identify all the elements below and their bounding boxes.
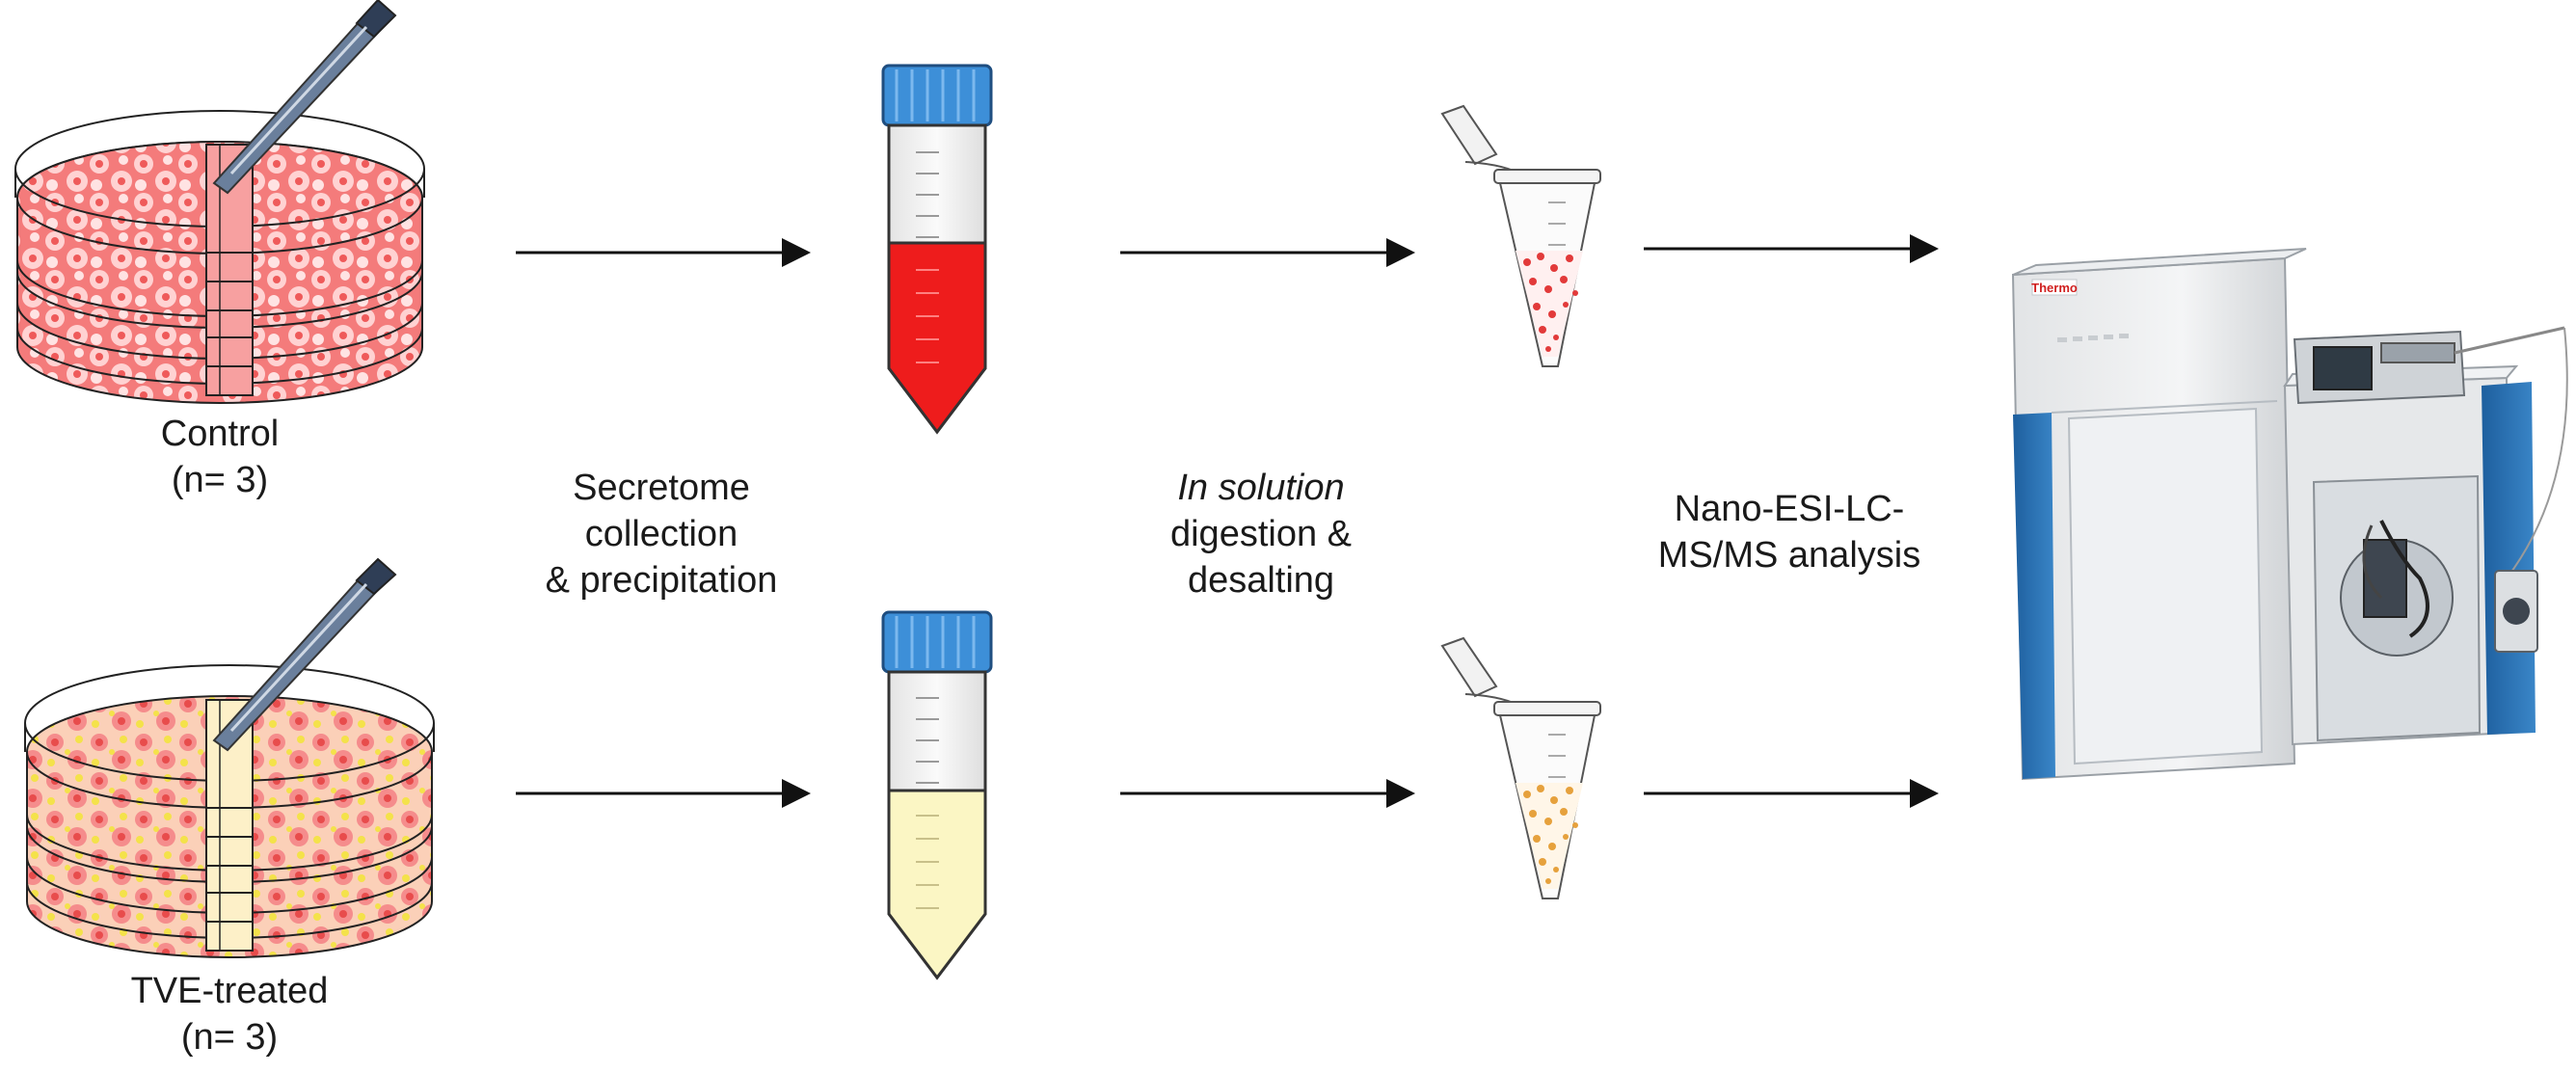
treated-group-label: TVE-treated: [131, 971, 329, 1011]
treated-falcon-tube: [881, 610, 993, 980]
step-digestion-line2: digestion &: [1170, 514, 1352, 554]
control-group-label: Control: [161, 414, 280, 454]
control-micro-vial: [1440, 104, 1601, 367]
pipette-icon: [212, 557, 397, 752]
step-collection-line2: collection: [585, 514, 738, 554]
mass-spectrometer: Thermo: [2011, 248, 2568, 781]
control-group-count: (n= 3): [172, 460, 268, 500]
step-collection-line1: Secretome: [573, 468, 750, 508]
treated-group-count: (n= 3): [181, 1017, 278, 1058]
arrows: [516, 234, 1939, 808]
step-analysis-line2: MS/MS analysis: [1658, 535, 1920, 576]
brand-logo: Thermo: [2031, 281, 2078, 295]
treated-micro-vial: [1440, 636, 1601, 899]
treated-dish-stack: [24, 664, 435, 958]
control-dish-stack: [14, 110, 425, 404]
step-collection-line3: & precipitation: [546, 560, 778, 601]
step-digestion-line1: In solution: [1177, 468, 1344, 508]
step-digestion-line3: desalting: [1188, 560, 1334, 601]
step-analysis-line1: Nano-ESI-LC-: [1675, 489, 1905, 529]
control-falcon-tube: [881, 64, 993, 435]
pipette-icon: [212, 0, 397, 195]
